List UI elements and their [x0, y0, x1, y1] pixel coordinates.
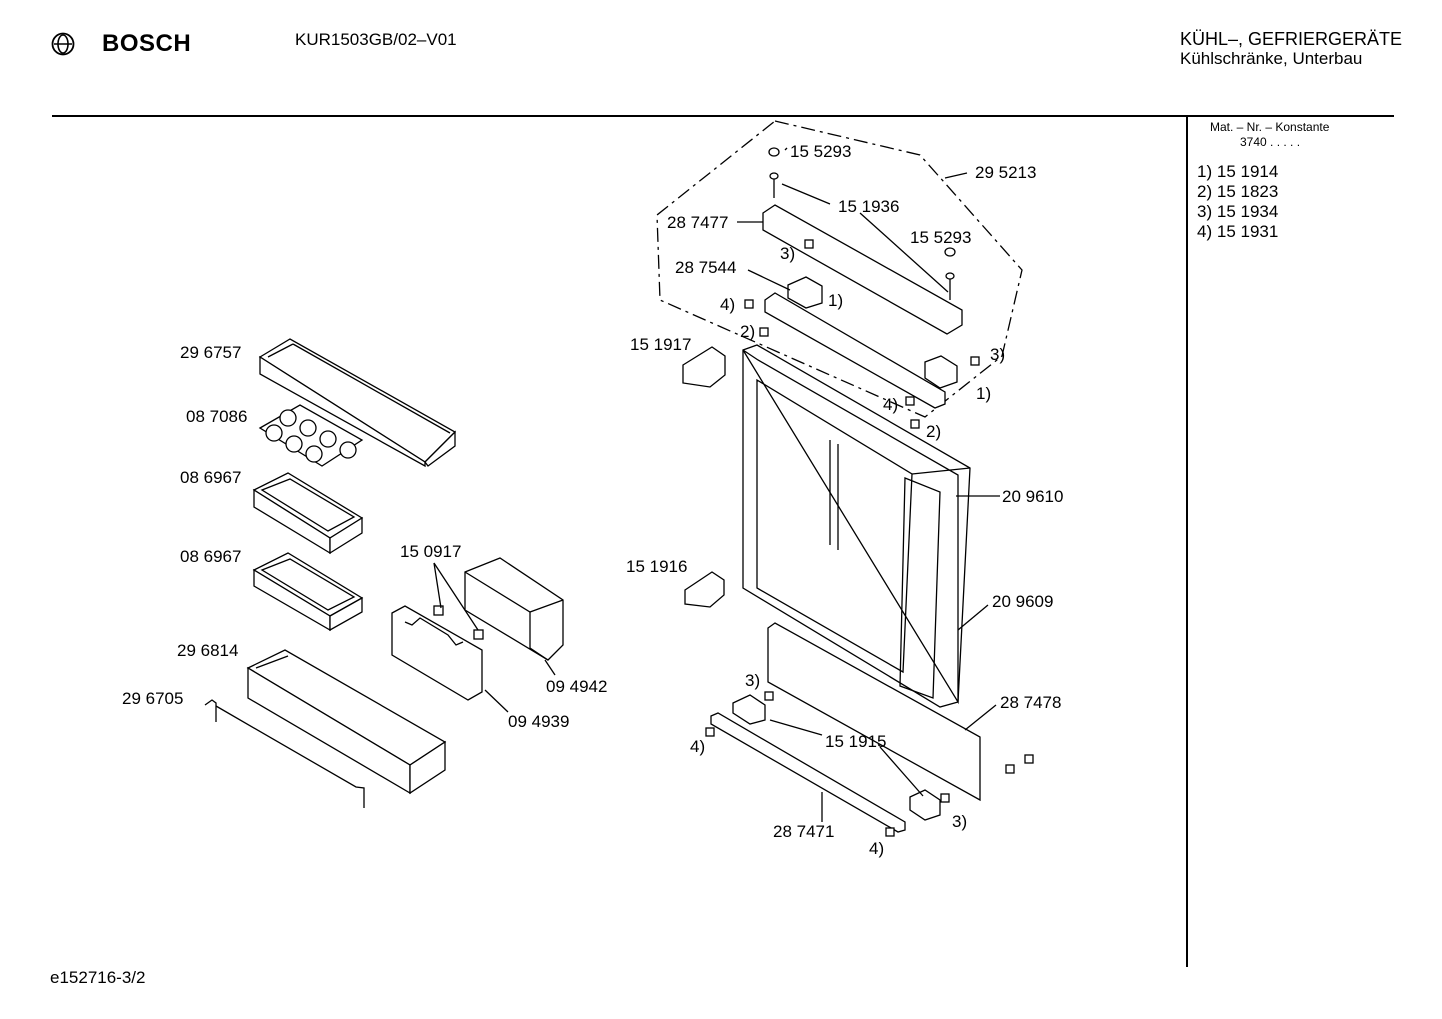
part-label: 28 7471 — [773, 822, 834, 841]
part-label: 15 1917 — [630, 335, 691, 354]
callout-marker: 3) — [990, 345, 1005, 364]
parts-legend: 1) 15 1914 2) 15 1823 3) 15 1934 4) 15 1… — [1197, 162, 1278, 242]
door-shelf-large-top — [258, 338, 457, 468]
lower-hinge-parts — [705, 691, 1034, 837]
legend-item: 4) 15 1931 — [1197, 222, 1279, 241]
callout-marker: 4) — [720, 295, 735, 314]
assembly-boundary — [656, 120, 1023, 418]
door-frame — [742, 344, 971, 708]
part-label: 15 1936 — [838, 197, 899, 216]
hinge-bracket-side — [682, 346, 726, 608]
callout-marker: 3) — [780, 244, 795, 263]
brand-name: BOSCH — [102, 30, 192, 57]
callout-marker: 4) — [690, 737, 705, 756]
category-subtitle: Kühlschränke, Unterbau — [1180, 49, 1363, 68]
material-number-value: 3740 . . . . . — [1240, 135, 1301, 149]
dairy-compartment-housing — [464, 557, 564, 661]
part-label: 09 4939 — [508, 712, 569, 731]
callout-marker: 1) — [976, 384, 991, 403]
part-label: 09 4942 — [546, 677, 607, 696]
callout-marker: 4) — [883, 395, 898, 414]
egg-tray — [258, 404, 364, 467]
part-label: 29 5213 — [975, 163, 1036, 182]
part-label: 29 6705 — [122, 689, 183, 708]
part-label: 08 6967 — [180, 468, 241, 487]
callout-marker: 2) — [926, 422, 941, 441]
leader-lines — [433, 147, 1000, 822]
callout-marker: 3) — [745, 671, 760, 690]
callout-marker: 1) — [828, 291, 843, 310]
hinge-parts — [744, 147, 980, 429]
callout-marker: 3) — [952, 812, 967, 831]
part-label: 20 9610 — [1002, 487, 1063, 506]
drawing-code: e152716-3/2 — [50, 968, 146, 987]
part-label: 15 1916 — [626, 557, 687, 576]
dairy-compartment-flap — [391, 605, 483, 701]
bosch-armature-icon — [51, 32, 75, 56]
callout-marker: 4) — [869, 839, 884, 858]
bosch-logo: BOSCH — [50, 30, 191, 58]
door-shelf-small-2 — [252, 552, 364, 632]
category-title: KÜHL–, GEFRIERGERÄTE — [1180, 29, 1403, 49]
part-label: 15 0917 — [400, 542, 461, 561]
part-label: 15 1915 — [825, 732, 886, 751]
model-number: KUR1503GB/02–V01 — [295, 30, 457, 49]
callout-marker: 2) — [740, 322, 755, 341]
part-label: 15 5293 — [790, 142, 851, 161]
part-label: 20 9609 — [992, 592, 1053, 611]
legend-item: 2) 15 1823 — [1197, 182, 1279, 201]
material-number-label: Mat. – Nr. – Konstante — [1210, 120, 1330, 134]
part-label: 28 7477 — [667, 213, 728, 232]
compartment-hinge-pins — [433, 605, 484, 640]
legend-item: 1) 15 1914 — [1197, 162, 1279, 181]
part-label: 08 6967 — [180, 547, 241, 566]
door-shelf-small-1 — [252, 472, 364, 555]
legend-item: 3) 15 1934 — [1197, 202, 1279, 221]
bottle-retainer-rod — [204, 699, 365, 808]
part-label: 28 7544 — [675, 258, 736, 277]
part-label: 08 7086 — [186, 407, 247, 426]
lower-hinge-cover — [767, 622, 981, 802]
sidebar-divider — [1186, 116, 1188, 967]
part-label: 29 6757 — [180, 343, 241, 362]
part-label: 28 7478 — [1000, 693, 1061, 712]
part-label: 15 5293 — [910, 228, 971, 247]
header-divider — [52, 115, 1394, 117]
exploded-parts-diagram: 15 5293 29 5213 15 1936 28 7477 15 5293 … — [122, 120, 1063, 858]
lower-hinge-rail — [710, 712, 906, 833]
door-shelf-large-bottom — [246, 649, 447, 795]
door-seal — [899, 477, 941, 699]
part-label: 29 6814 — [177, 641, 238, 660]
